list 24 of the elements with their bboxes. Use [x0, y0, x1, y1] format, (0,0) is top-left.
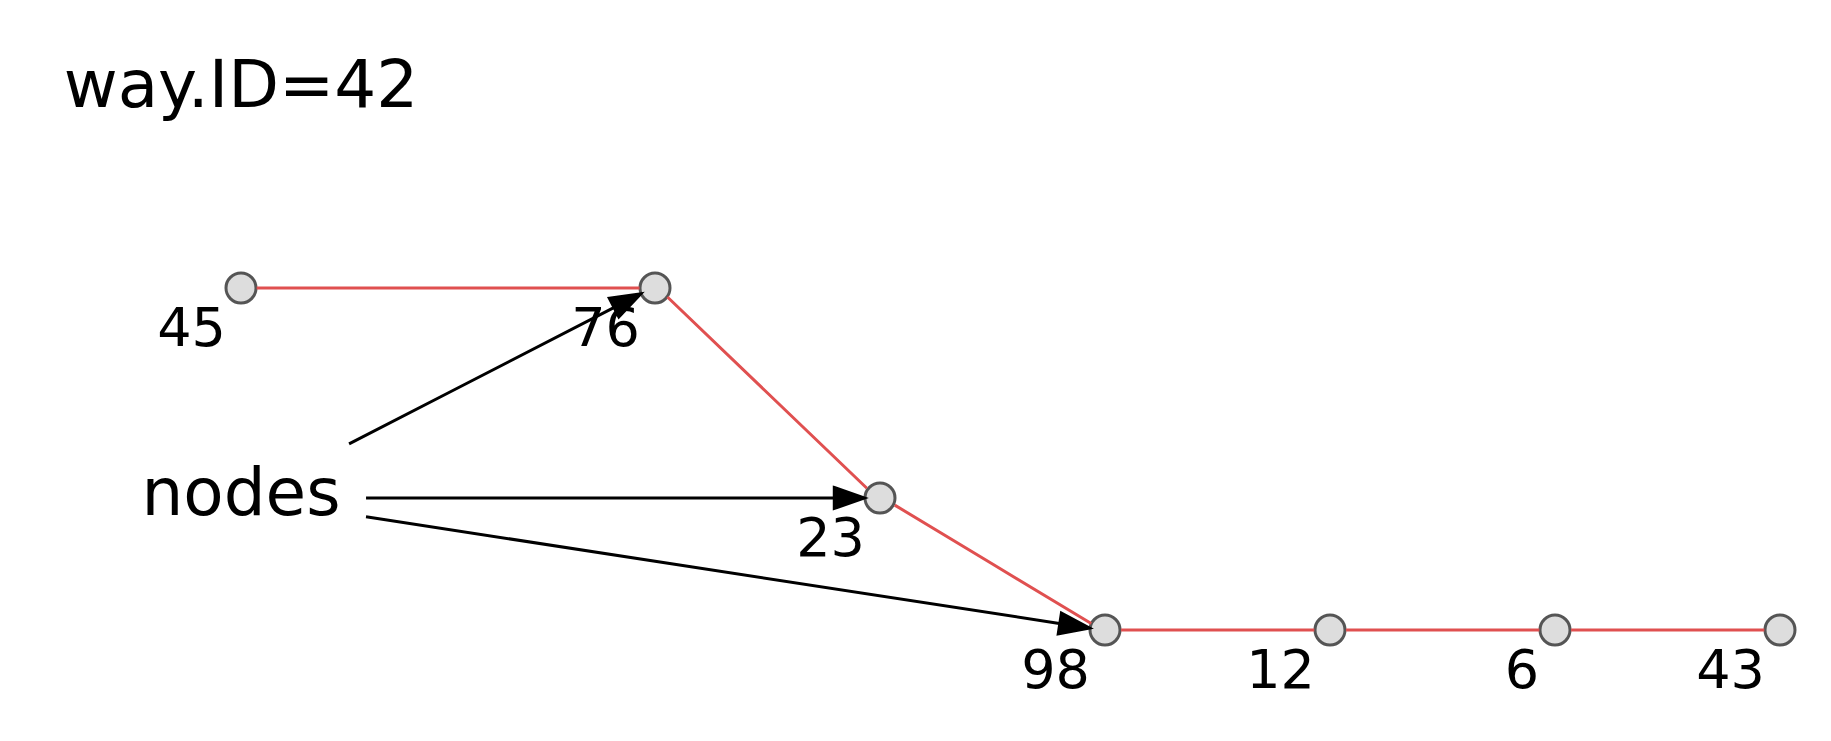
connector: [1345, 628, 1539, 632]
connector: [665, 295, 868, 490]
node-label: 43: [1695, 638, 1765, 702]
node-circle: [1763, 613, 1796, 647]
arrow: [365, 485, 869, 511]
node-text: nodes: [140, 453, 341, 531]
node-label: 23: [795, 506, 865, 570]
node-label: 45: [156, 296, 226, 360]
node-label: 12: [1245, 638, 1315, 702]
connector: [1120, 628, 1314, 632]
node-circle: [1088, 613, 1121, 647]
connector: [256, 286, 639, 290]
connector: [893, 503, 1092, 625]
node-label: 6: [1504, 638, 1539, 702]
arrow: [365, 515, 1094, 636]
node-circle: [863, 481, 896, 515]
connector: [1570, 628, 1764, 632]
arrow: [347, 291, 645, 446]
node-label: 98: [1020, 638, 1090, 702]
node-circle: [638, 271, 671, 305]
label: way.ID=42: [63, 45, 418, 123]
node-circle: [1538, 613, 1571, 647]
node-circle: [1313, 613, 1346, 647]
node-circle: [224, 271, 257, 305]
